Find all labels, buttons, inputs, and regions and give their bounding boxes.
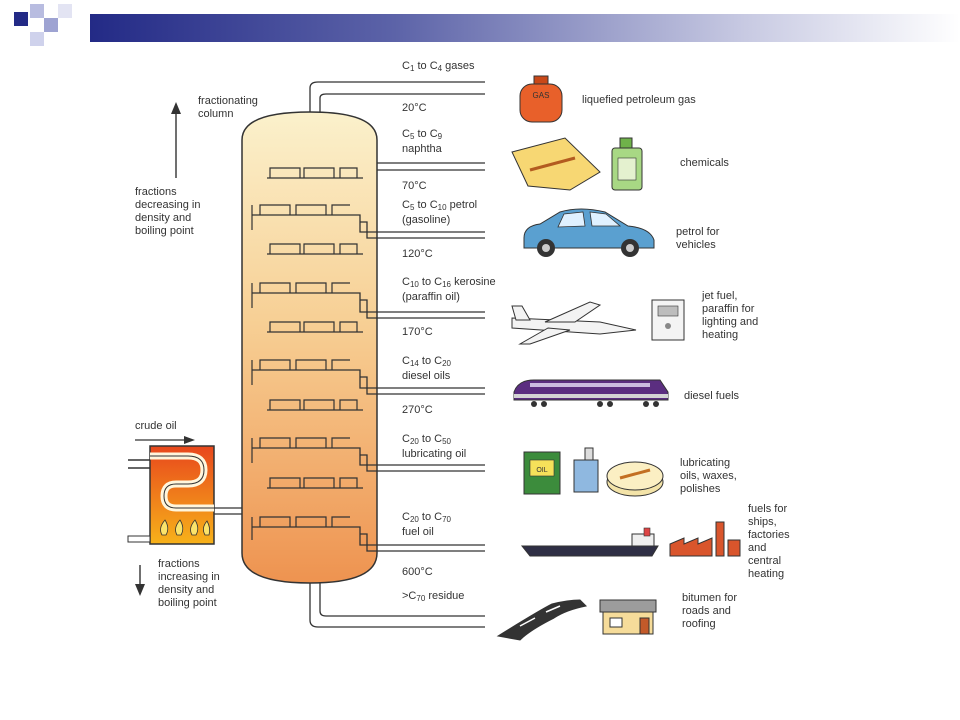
fractions-down-line-2: increasing in bbox=[158, 571, 220, 583]
header-square-light2 bbox=[30, 32, 44, 46]
temperature-120: 120°C bbox=[402, 248, 433, 260]
jet-plane-icon bbox=[511, 301, 637, 345]
polish-tin-icon bbox=[606, 461, 664, 497]
temperature-170: 170°C bbox=[402, 326, 433, 338]
temperature-20: 20°C bbox=[402, 102, 427, 114]
gas-bottle-label: GAS bbox=[533, 91, 550, 100]
use-label-lpg: liquefied petroleum gas bbox=[582, 94, 696, 106]
fraction-label-lubricating: C20 to C50 lubricating oil bbox=[402, 433, 467, 460]
header-gradient-band bbox=[90, 14, 960, 42]
furnace bbox=[127, 445, 242, 545]
chemical-sack-icon bbox=[511, 137, 601, 191]
temperature-270: 270°C bbox=[402, 404, 433, 416]
fractions-down-line-1: fractions bbox=[158, 558, 200, 570]
fraction-label-naphtha: C5 to C9 naphtha bbox=[402, 128, 443, 155]
column-label-line-1: fractionating bbox=[198, 95, 258, 107]
chemical-bottle-icon bbox=[611, 137, 643, 191]
fraction-label-gases: C1 to C4 gases bbox=[402, 60, 475, 73]
fraction-label-petrol: C5 to C10 petrol (gasoline) bbox=[402, 199, 478, 226]
road-icon bbox=[496, 599, 588, 641]
fraction-label-fuel-oil: C20 to C70 fuel oil bbox=[402, 511, 451, 538]
ship-icon bbox=[520, 527, 659, 557]
slide-header-bar bbox=[0, 0, 960, 50]
header-square-dark bbox=[14, 12, 28, 26]
gas-bottle-icon: GAS bbox=[519, 75, 563, 123]
fractions-down-line-3: density and bbox=[158, 584, 215, 596]
oil-can-label: OIL bbox=[536, 467, 547, 474]
column-trays bbox=[251, 167, 363, 540]
train-icon bbox=[513, 379, 669, 407]
crude-oil-arrow bbox=[135, 436, 195, 444]
header-square-light bbox=[30, 4, 44, 18]
fractions-decreasing-label: fractions decreasing in density and boil… bbox=[135, 186, 200, 238]
temperature-70: 70°C bbox=[402, 180, 427, 192]
arrow-up-decreasing bbox=[171, 102, 181, 178]
fractions-up-line-1: fractions bbox=[135, 186, 177, 198]
fractions-up-line-2: decreasing in bbox=[135, 199, 201, 211]
column-label-line-2: column bbox=[198, 108, 234, 120]
fractionating-column bbox=[241, 111, 378, 584]
fraction-label-kerosine: C10 to C16 kerosine (paraffin oil) bbox=[402, 276, 496, 303]
temperature-600: 600°C bbox=[402, 566, 433, 578]
house-icon bbox=[599, 599, 657, 635]
fraction-label-diesel: C14 to C20 diesel oils bbox=[402, 355, 451, 382]
car-icon bbox=[523, 208, 655, 257]
use-label-chemicals: chemicals bbox=[680, 157, 729, 169]
fraction-label-residue: >C70 residue bbox=[402, 590, 465, 603]
oil-can-icon: OIL bbox=[523, 451, 561, 495]
heater-icon bbox=[651, 299, 685, 341]
fractions-up-line-4: boiling point bbox=[135, 225, 194, 237]
fractionating-column-label: fractionating column bbox=[198, 95, 258, 121]
outlet-pipes bbox=[309, 81, 485, 628]
fractions-down-line-4: boiling point bbox=[158, 597, 217, 609]
fractions-increasing-label: fractions increasing in density and boil… bbox=[158, 558, 220, 610]
crude-oil-label: crude oil bbox=[135, 420, 177, 432]
factory-icon bbox=[669, 521, 741, 557]
header-square-pale bbox=[58, 4, 72, 18]
arrow-down-increasing bbox=[135, 565, 145, 596]
fractions-up-line-3: density and bbox=[135, 212, 192, 224]
use-label-diesel: diesel fuels bbox=[684, 390, 740, 402]
header-square-mid bbox=[44, 18, 58, 32]
oil-bottle-icon bbox=[573, 447, 599, 493]
